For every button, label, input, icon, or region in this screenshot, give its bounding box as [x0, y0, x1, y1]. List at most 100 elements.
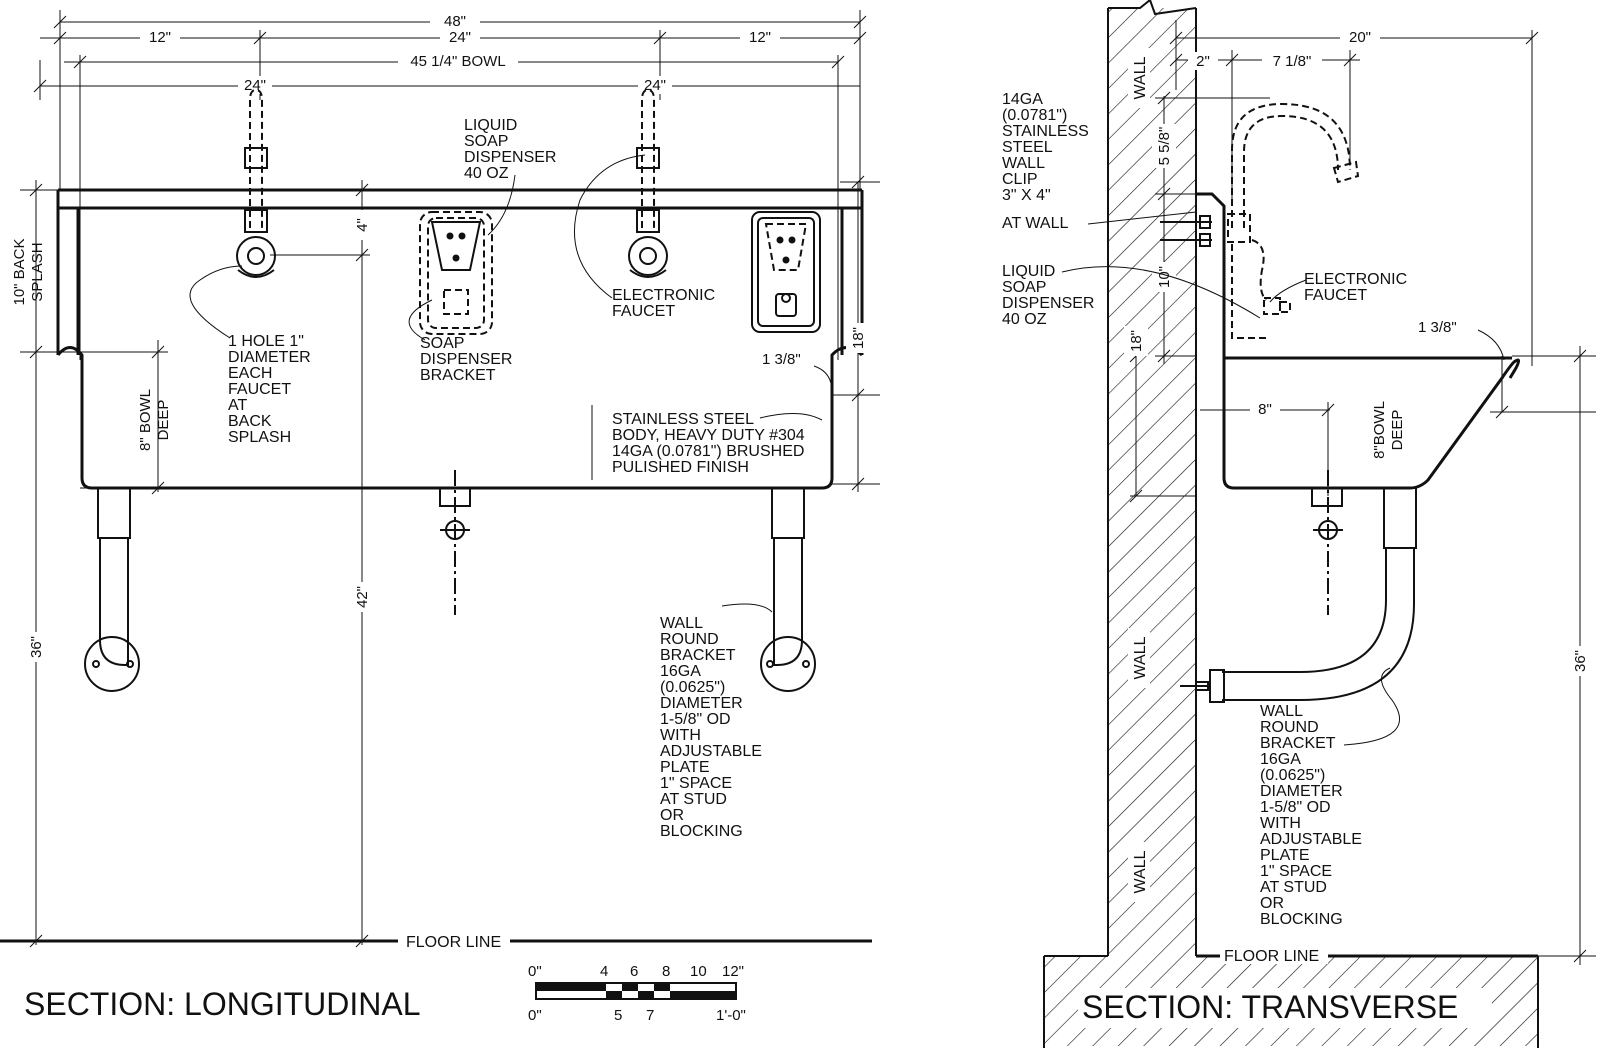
- svg-text:OR: OR: [1260, 895, 1284, 912]
- svg-text:WALL: WALL: [660, 615, 703, 632]
- soap-dispenser-bracket: [419, 211, 493, 335]
- svg-text:16GA: 16GA: [1260, 751, 1301, 768]
- leaders: [189, 154, 833, 613]
- svg-text:WALL: WALL: [1002, 155, 1045, 172]
- t-dim-twenty: 20": [1349, 29, 1371, 46]
- svg-text:ELECTRONIC: ELECTRONIC: [612, 287, 715, 304]
- t-dim-rim: 1 3/8": [1418, 319, 1457, 336]
- scale-top-4: 10: [690, 963, 707, 980]
- dim-bowl-deep-1: 8" BOWL: [137, 389, 154, 451]
- scale-top-5: 12": [722, 963, 744, 980]
- dim-back-splash-2: SPLASH: [29, 242, 46, 301]
- svg-text:1 HOLE 1": 1 HOLE 1": [228, 333, 304, 350]
- t-dim-seven: 7 1/8": [1273, 53, 1312, 70]
- dim-overall: 48": [444, 13, 466, 30]
- dim-forty-two: 42": [354, 586, 371, 608]
- svg-text:BRACKET: BRACKET: [1260, 735, 1336, 752]
- scale-bottom-2: 7: [646, 1007, 654, 1024]
- scale-top-1: 4: [600, 963, 608, 980]
- svg-text:FAUCET: FAUCET: [228, 381, 291, 398]
- note-wall-bracket: WALL ROUND BRACKET 16GA (0.0625") DIAMET…: [660, 615, 762, 840]
- t-note-wall-bracket: WALL ROUND BRACKET 16GA (0.0625") DIAMET…: [1260, 703, 1362, 928]
- faucet-right: [628, 88, 668, 278]
- dim-mid-seg: 24": [449, 29, 471, 46]
- svg-text:LIQUID: LIQUID: [1002, 263, 1055, 280]
- svg-text:LIQUID: LIQUID: [464, 117, 517, 134]
- svg-text:WALL: WALL: [1260, 703, 1303, 720]
- svg-text:14GA: 14GA: [1002, 91, 1043, 108]
- note-body: STAINLESS STEEL BODY, HEAVY DUTY #304 14…: [612, 411, 805, 476]
- dim-thirty-six: 36": [28, 636, 45, 658]
- svg-text:1-5/8" OD: 1-5/8" OD: [1260, 799, 1331, 816]
- sink-profile: [1196, 192, 1521, 490]
- t-note-liquid-soap: LIQUID SOAP DISPENSER 40 OZ: [1002, 263, 1094, 328]
- svg-text:ELECTRONIC: ELECTRONIC: [1304, 271, 1407, 288]
- svg-text:1" SPACE: 1" SPACE: [1260, 863, 1332, 880]
- svg-text:DIAMETER: DIAMETER: [660, 695, 743, 712]
- svg-text:BRACKET: BRACKET: [660, 647, 736, 664]
- svg-text:BLOCKING: BLOCKING: [1260, 911, 1343, 928]
- svg-text:BRACKET: BRACKET: [420, 367, 496, 384]
- title-transverse: SECTION: TRANSVERSE: [1082, 989, 1458, 1025]
- svg-text:ROUND: ROUND: [1260, 719, 1319, 736]
- svg-text:STEEL: STEEL: [1002, 139, 1053, 156]
- wall-bracket-transverse: [1180, 487, 1417, 703]
- svg-text:DISPENSER: DISPENSER: [1002, 295, 1094, 312]
- svg-text:3" X 4": 3" X 4": [1002, 187, 1051, 204]
- transverse-leaders: [1061, 211, 1505, 746]
- wall-label-3: WALL: [1132, 850, 1149, 893]
- svg-text:SOAP: SOAP: [420, 335, 464, 352]
- t-dim-ten: 10": [1156, 266, 1173, 288]
- svg-text:DIAMETER: DIAMETER: [228, 349, 311, 366]
- svg-text:14GA (0.0781") BRUSHED: 14GA (0.0781") BRUSHED: [612, 443, 804, 460]
- leg-left: [84, 487, 140, 692]
- dim-rim: 1 3/8": [762, 351, 801, 368]
- transverse-dimensions: [1129, 20, 1596, 965]
- t-floor-line-label: FLOOR LINE: [1224, 948, 1319, 965]
- scale-top-0: 0": [528, 963, 542, 980]
- scale-bottom-1: 5: [614, 1007, 622, 1024]
- dim-left-seg: 12": [149, 29, 171, 46]
- svg-text:16GA: 16GA: [660, 663, 701, 680]
- transverse-section: WALL WALL WALL: [1002, 0, 1596, 1048]
- scale-bottom-3: 1'-0": [716, 1007, 746, 1024]
- svg-text:DIAMETER: DIAMETER: [1260, 783, 1343, 800]
- scale-bar: 0" 4 6 8 10 12" 0" 5 7 1'-0": [528, 963, 746, 1024]
- faucet-transverse: [1227, 102, 1360, 339]
- svg-text:WITH: WITH: [660, 727, 701, 744]
- note-liquid-soap: LIQUID SOAP DISPENSER 40 OZ: [464, 117, 556, 182]
- svg-text:AT WALL: AT WALL: [1002, 215, 1068, 232]
- svg-text:OR: OR: [660, 807, 684, 824]
- wall-label-1: WALL: [1132, 56, 1149, 99]
- transverse-dimension-text: 20" 2" 7 1/8" 5 5/8" 10" 18" 1 3/8" 8" 8…: [1124, 28, 1592, 676]
- floor-line-label: FLOOR LINE: [406, 934, 501, 951]
- svg-text:1" SPACE: 1" SPACE: [660, 775, 732, 792]
- svg-text:40 OZ: 40 OZ: [464, 165, 509, 182]
- dim-back-splash-1: 10" BACK: [11, 238, 28, 305]
- t-note-electronic-faucet: ELECTRONIC FAUCET: [1304, 271, 1407, 304]
- top-dimension-text: 48" 12" 24" 12" 45 1/4" BOWL 24" 24": [140, 12, 780, 94]
- t-dim-eighteen: 18": [1128, 330, 1145, 352]
- svg-text:(0.0625"): (0.0625"): [1260, 767, 1325, 784]
- t-dim-two: 2": [1196, 53, 1210, 70]
- svg-text:1-5/8" OD: 1-5/8" OD: [660, 711, 731, 728]
- vertical-dimensions: [20, 175, 880, 948]
- dim-faucet-right: 24": [644, 77, 666, 94]
- dim-eighteen: 18": [850, 327, 867, 349]
- svg-text:FAUCET: FAUCET: [612, 303, 675, 320]
- svg-text:PULISHED FINISH: PULISHED FINISH: [612, 459, 749, 476]
- svg-text:ADJUSTABLE: ADJUSTABLE: [660, 743, 762, 760]
- svg-text:FAUCET: FAUCET: [1304, 287, 1367, 304]
- t-dim-thirty-six: 36": [1572, 650, 1589, 672]
- t-dim-five: 5 5/8": [1156, 127, 1173, 166]
- note-faucet-hole: 1 HOLE 1" DIAMETER EACH FAUCET AT BACK S…: [228, 333, 311, 446]
- svg-text:STAINLESS: STAINLESS: [1002, 123, 1089, 140]
- t-dim-eight: 8": [1258, 401, 1272, 418]
- wall-label-2: WALL: [1132, 636, 1149, 679]
- svg-text:SPLASH: SPLASH: [228, 429, 291, 446]
- dim-right-seg: 12": [749, 29, 771, 46]
- svg-text:CLIP: CLIP: [1002, 171, 1038, 188]
- floor-line-longitudinal: FLOOR LINE: [0, 932, 872, 951]
- svg-text:EACH: EACH: [228, 365, 272, 382]
- drain-transverse: [1311, 470, 1343, 615]
